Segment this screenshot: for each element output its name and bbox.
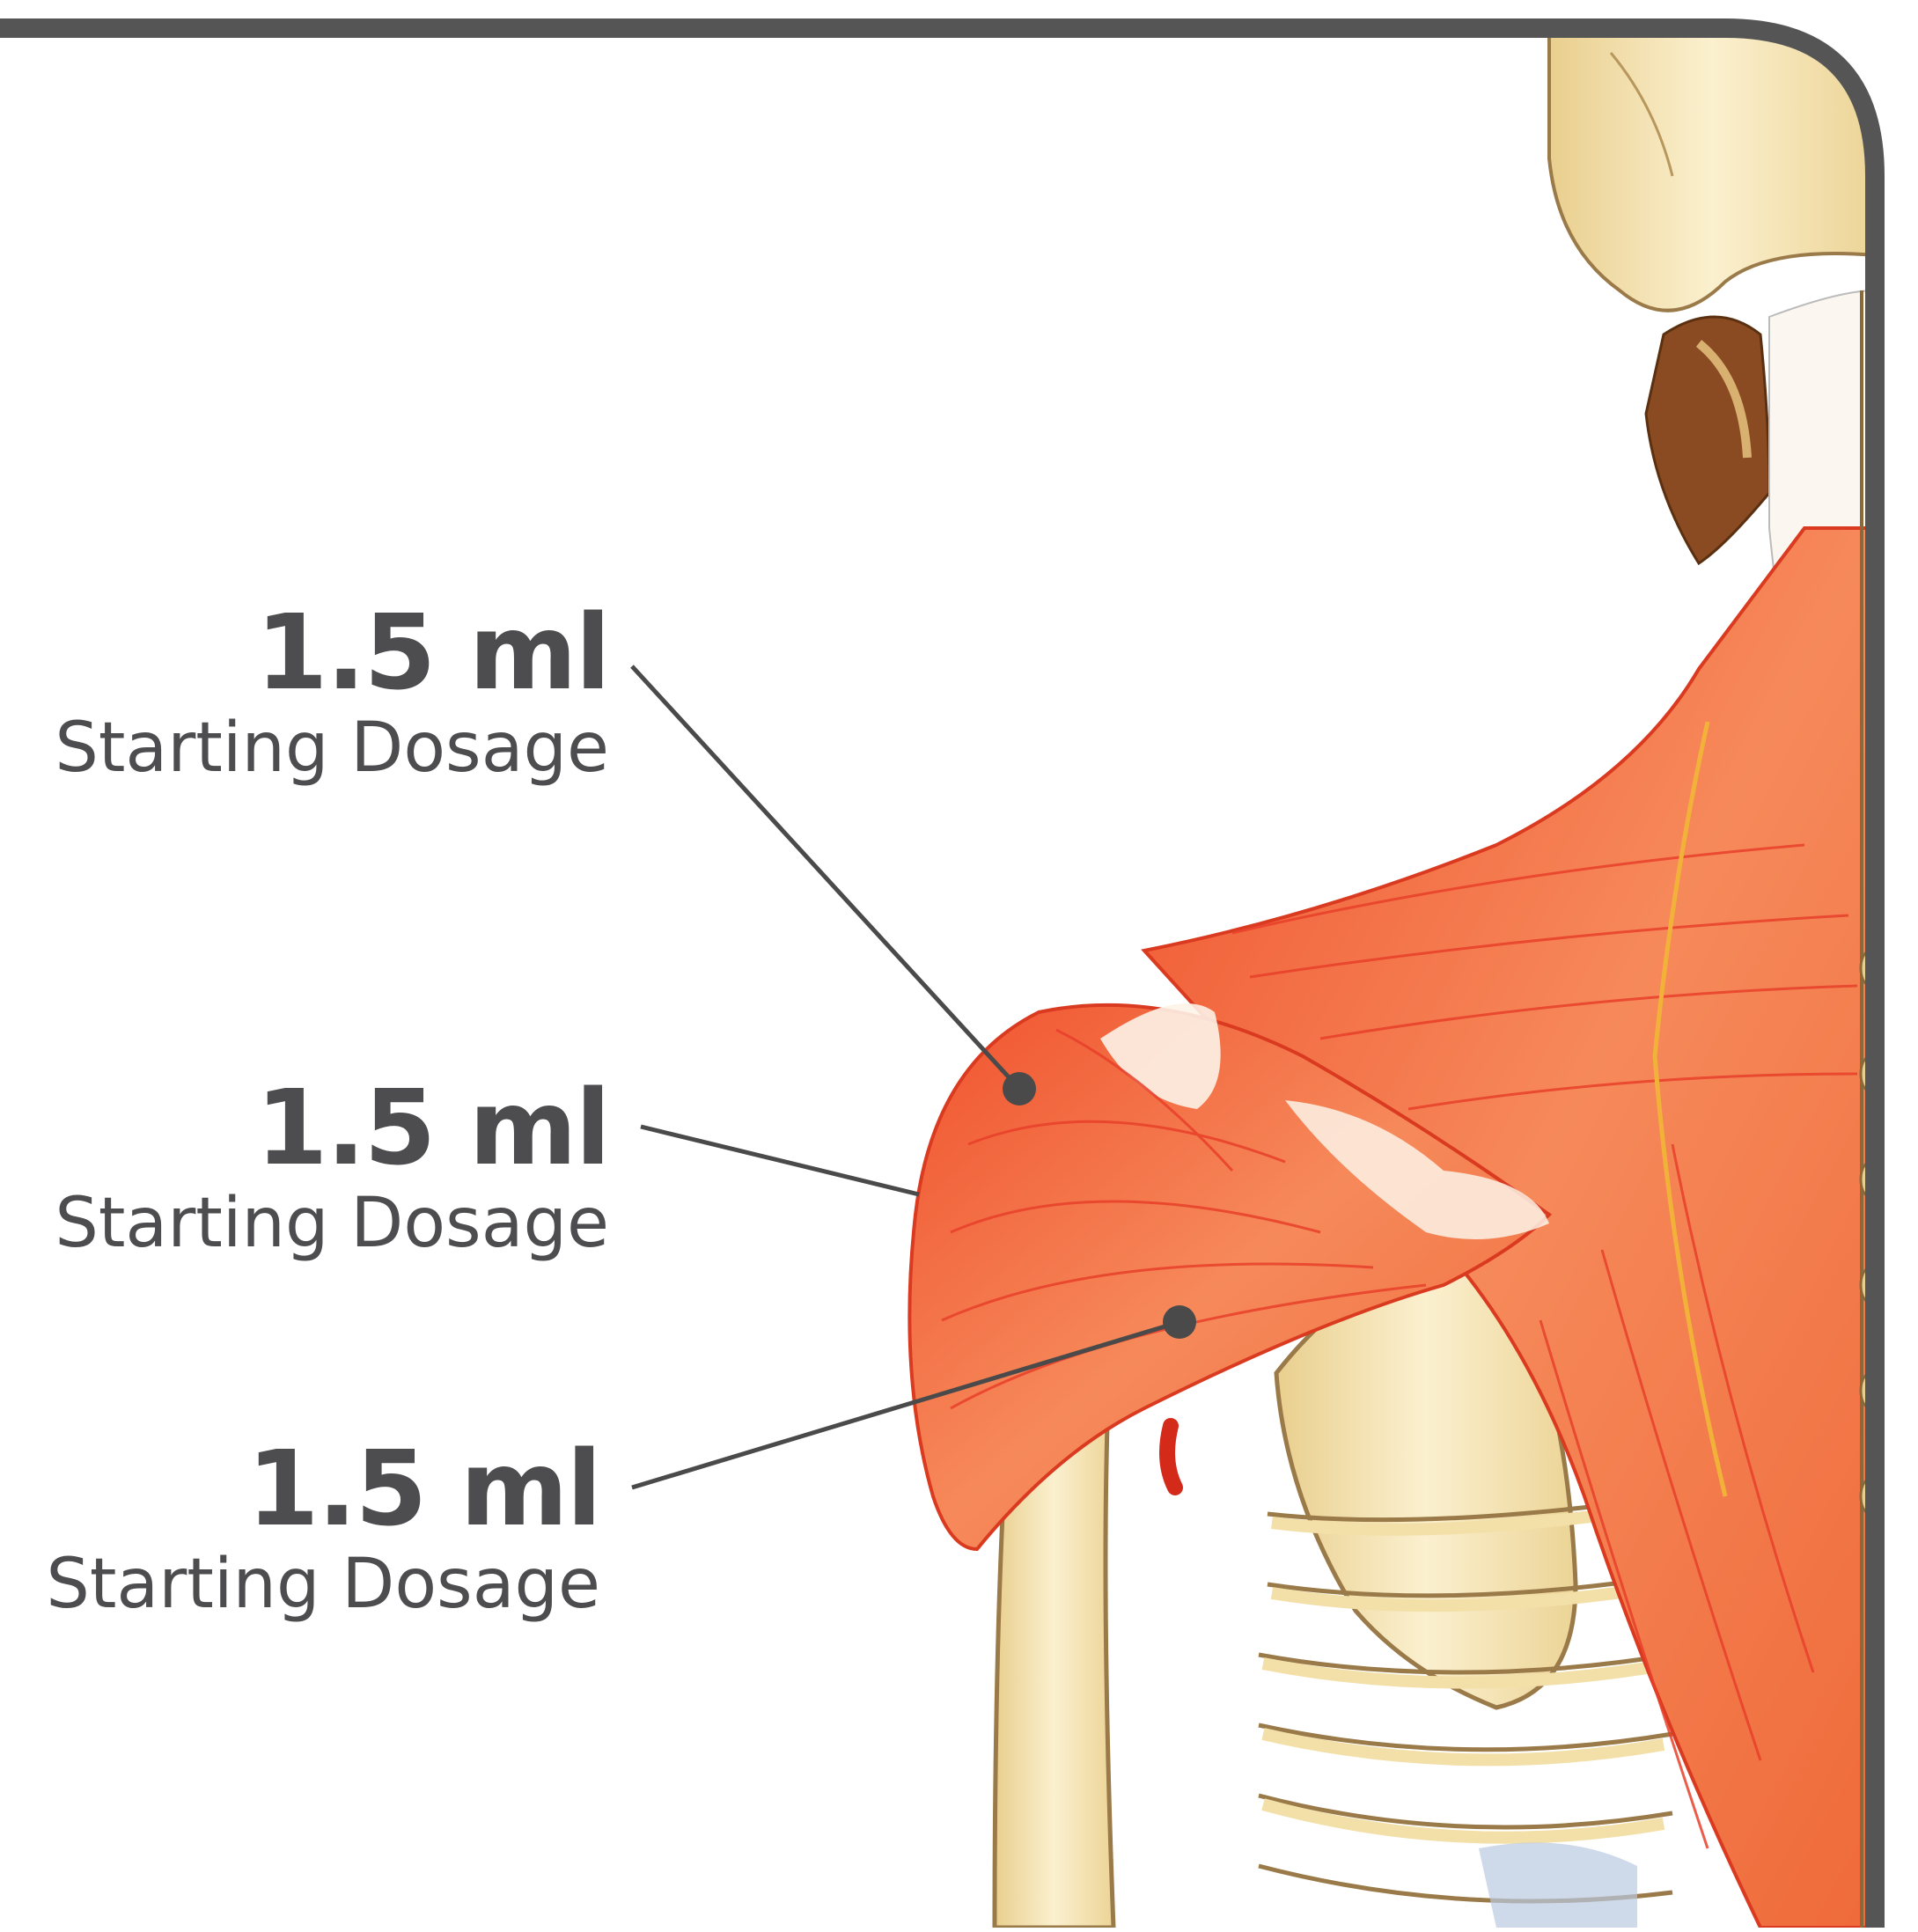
dose-amount: 1.5 ml [55, 1076, 609, 1179]
dose-amount: 1.5 ml [55, 600, 609, 704]
leader-line-2 [641, 1127, 919, 1194]
injection-point-marker [1163, 1305, 1196, 1339]
callout-middle: 1.5 ml Starting Dosage [55, 1076, 609, 1262]
callout-lower: 1.5 ml Starting Dosage [46, 1436, 600, 1623]
skull-shape [1549, 35, 1875, 311]
dose-amount: 1.5 ml [46, 1436, 600, 1540]
dose-description: Starting Dosage [46, 1546, 600, 1623]
dose-description: Starting Dosage [55, 709, 609, 787]
injection-point-marker [1003, 1072, 1036, 1106]
callout-upper: 1.5 ml Starting Dosage [55, 600, 609, 787]
leader-line-1 [632, 666, 1019, 1089]
dose-description: Starting Dosage [55, 1185, 609, 1262]
